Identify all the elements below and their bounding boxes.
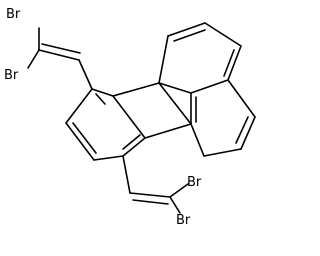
bond xyxy=(112,95,146,139)
bromine-atom-label: Br xyxy=(4,68,19,83)
bond xyxy=(158,35,169,84)
bond xyxy=(65,122,95,161)
bond xyxy=(158,82,192,125)
bond xyxy=(227,79,256,118)
bond xyxy=(122,134,141,150)
bond xyxy=(78,59,93,90)
atom-labels: Br Br Br Br xyxy=(4,7,202,228)
bond xyxy=(65,88,93,124)
bond xyxy=(41,43,81,54)
bond xyxy=(38,49,80,61)
bromine-atom-label: Br xyxy=(6,7,21,22)
bond xyxy=(122,155,131,194)
bond xyxy=(169,196,181,214)
bond xyxy=(223,49,235,77)
bond xyxy=(190,79,229,94)
bond xyxy=(240,116,256,150)
bond xyxy=(27,49,40,69)
bromine-atom-label: Br xyxy=(176,213,191,228)
bond xyxy=(190,123,205,157)
bond xyxy=(203,148,242,157)
bond xyxy=(122,137,146,157)
bond xyxy=(72,122,97,154)
bond xyxy=(93,155,124,161)
bond xyxy=(132,199,169,205)
bond xyxy=(169,183,189,198)
bond xyxy=(204,22,242,47)
bond xyxy=(167,22,206,37)
bond xyxy=(173,29,206,42)
bond xyxy=(112,82,160,97)
bond xyxy=(227,45,242,81)
bond xyxy=(91,88,114,97)
bond xyxy=(144,123,192,139)
bond xyxy=(95,93,106,105)
bond-lines xyxy=(27,22,256,214)
bond xyxy=(235,116,249,144)
bromine-atom-label: Br xyxy=(187,175,202,190)
bond xyxy=(158,82,192,94)
chemical-structure: Br Br Br Br xyxy=(4,7,256,228)
bond xyxy=(129,192,171,198)
